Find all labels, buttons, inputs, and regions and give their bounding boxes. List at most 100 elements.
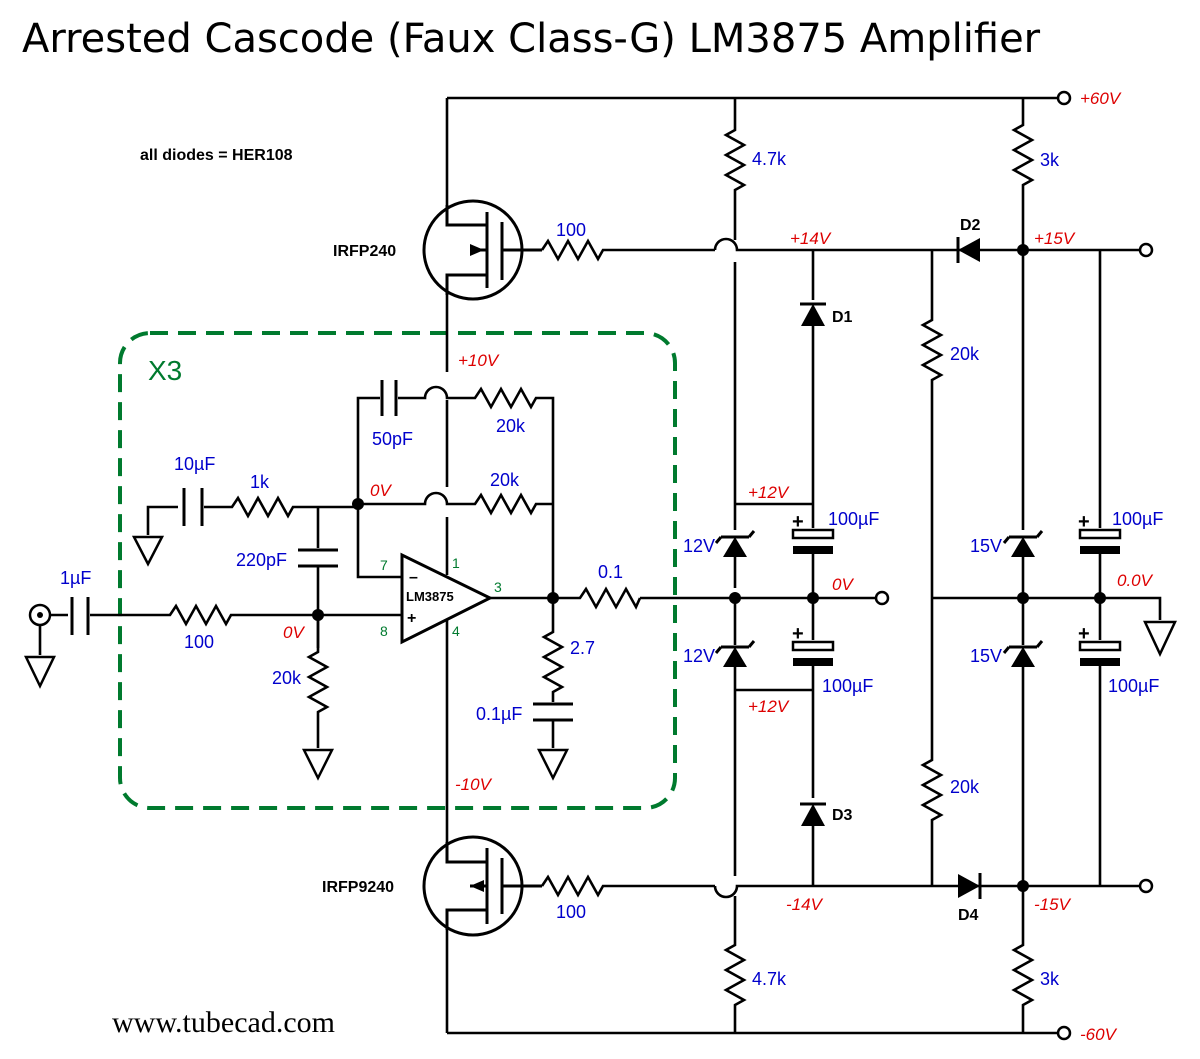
capacitor-1uf <box>70 597 90 635</box>
zobel-capacitor <box>533 702 573 722</box>
svg-text:100µF: 100µF <box>1112 509 1163 529</box>
svg-text:100µF: 100µF <box>828 509 879 529</box>
svg-text:-10V: -10V <box>455 775 493 794</box>
svg-text:20k: 20k <box>272 668 302 688</box>
gate-resistor-bot <box>540 874 715 898</box>
svg-text:20k: 20k <box>490 470 520 490</box>
svg-text:3k: 3k <box>1040 150 1060 170</box>
svg-text:7: 7 <box>380 557 388 573</box>
svg-text:+15V: +15V <box>1034 229 1076 248</box>
svg-text:220pF: 220pF <box>236 550 287 570</box>
svg-text:100: 100 <box>556 220 586 240</box>
svg-text:4.7k: 4.7k <box>752 969 787 989</box>
svg-text:+: + <box>407 610 416 627</box>
svg-text:D1: D1 <box>832 309 853 326</box>
neg15-terminal <box>1138 878 1154 894</box>
zener-15v-upper <box>1002 530 1044 645</box>
zener-12v-upper <box>714 530 756 588</box>
resistor-4k7-bot <box>723 896 747 1033</box>
resistor-3k-top <box>1011 98 1035 530</box>
capacitor-50pf <box>380 380 398 416</box>
mosfet-bot-label: IRFP9240 <box>322 879 394 896</box>
pos60-label: +60V <box>1080 89 1122 108</box>
svg-text:50pF: 50pF <box>372 429 413 449</box>
svg-text:100µF: 100µF <box>822 676 873 696</box>
svg-text:20k: 20k <box>950 344 980 364</box>
svg-text:–: – <box>409 569 418 586</box>
capacitor-100uf-2: + <box>791 623 835 798</box>
ground-icon <box>536 748 570 781</box>
diode-d2 <box>956 237 980 263</box>
svg-text:4: 4 <box>452 623 460 639</box>
output-terminal <box>874 590 890 606</box>
svg-text:0.1µF: 0.1µF <box>476 704 522 724</box>
output-resistor-0r1 <box>490 586 642 610</box>
mosfet-irfp240 <box>422 199 542 301</box>
feedback-resistor-1 <box>398 385 555 598</box>
svg-text:+: + <box>792 511 804 533</box>
x3-module-box <box>118 331 677 810</box>
capacitor-100uf-4: + <box>1078 623 1122 886</box>
input-jack-icon <box>24 603 68 689</box>
svg-text:8: 8 <box>380 623 388 639</box>
svg-text:1k: 1k <box>250 472 270 492</box>
resistor-4k7-top <box>723 98 747 240</box>
input-resistor-100 <box>90 603 404 627</box>
svg-text:+14V: +14V <box>790 229 832 248</box>
svg-text:10µF: 10µF <box>174 454 215 474</box>
svg-text:+12V: +12V <box>748 697 790 716</box>
svg-text:-15V: -15V <box>1034 895 1072 914</box>
svg-text:D3: D3 <box>832 807 853 824</box>
svg-text:D4: D4 <box>958 907 979 924</box>
schematic-title: Arrested Cascode (Faux Class-G) LM3875 A… <box>22 16 1041 62</box>
diode-d1 <box>800 302 826 326</box>
svg-text:4.7k: 4.7k <box>752 149 787 169</box>
svg-text:0V: 0V <box>370 481 392 500</box>
svg-text:D2: D2 <box>960 217 981 234</box>
pos60-terminal <box>1056 90 1072 106</box>
capacitor-220pf <box>298 548 338 568</box>
zener-15v-lower <box>1002 640 1044 1033</box>
capacitor-100uf-3: + <box>1078 511 1122 640</box>
svg-text:100: 100 <box>184 632 214 652</box>
divider-resistors <box>920 250 944 886</box>
bias-resistor-20k <box>306 615 330 748</box>
zener-12v-lower <box>714 598 756 876</box>
neg60-label: -60V <box>1080 1025 1118 1044</box>
svg-text:+: + <box>1078 511 1090 533</box>
svg-text:20k: 20k <box>950 777 980 797</box>
svg-text:0.0V: 0.0V <box>1117 571 1154 590</box>
svg-text:15V: 15V <box>970 536 1002 556</box>
svg-text:0V: 0V <box>283 623 305 642</box>
svg-text:0V: 0V <box>832 575 854 594</box>
svg-text:+: + <box>792 623 804 645</box>
feedback-resistor-2 <box>358 491 553 516</box>
pos15-terminal <box>1138 242 1154 258</box>
website-url: www.tubecad.com <box>112 1006 335 1039</box>
neg60-terminal <box>1056 1025 1072 1041</box>
svg-text:100: 100 <box>556 902 586 922</box>
svg-text:12V: 12V <box>683 646 715 666</box>
svg-text:100µF: 100µF <box>1108 676 1159 696</box>
diode-d3 <box>800 802 826 826</box>
svg-text:-14V: -14V <box>786 895 824 914</box>
ground-icon <box>131 535 165 567</box>
svg-text:20k: 20k <box>496 416 526 436</box>
svg-text:15V: 15V <box>970 646 1002 666</box>
svg-text:12V: 12V <box>683 536 715 556</box>
svg-text:2.7: 2.7 <box>570 638 595 658</box>
capacitor-10uf <box>182 488 204 526</box>
mosfet-irfp9240 <box>422 835 542 937</box>
lm3875-opamp <box>400 552 494 645</box>
svg-text:+: + <box>1078 623 1090 645</box>
svg-text:1µF: 1µF <box>60 568 91 588</box>
svg-text:0.1: 0.1 <box>598 562 623 582</box>
diode-note: all diodes = HER108 <box>140 147 293 164</box>
resistor-1k <box>204 495 358 519</box>
gate-resistor-top <box>540 238 715 262</box>
svg-text:+12V: +12V <box>748 483 790 502</box>
capacitor-100uf-1: + <box>791 511 835 640</box>
svg-text:3k: 3k <box>1040 969 1060 989</box>
diode-d4 <box>958 873 982 899</box>
